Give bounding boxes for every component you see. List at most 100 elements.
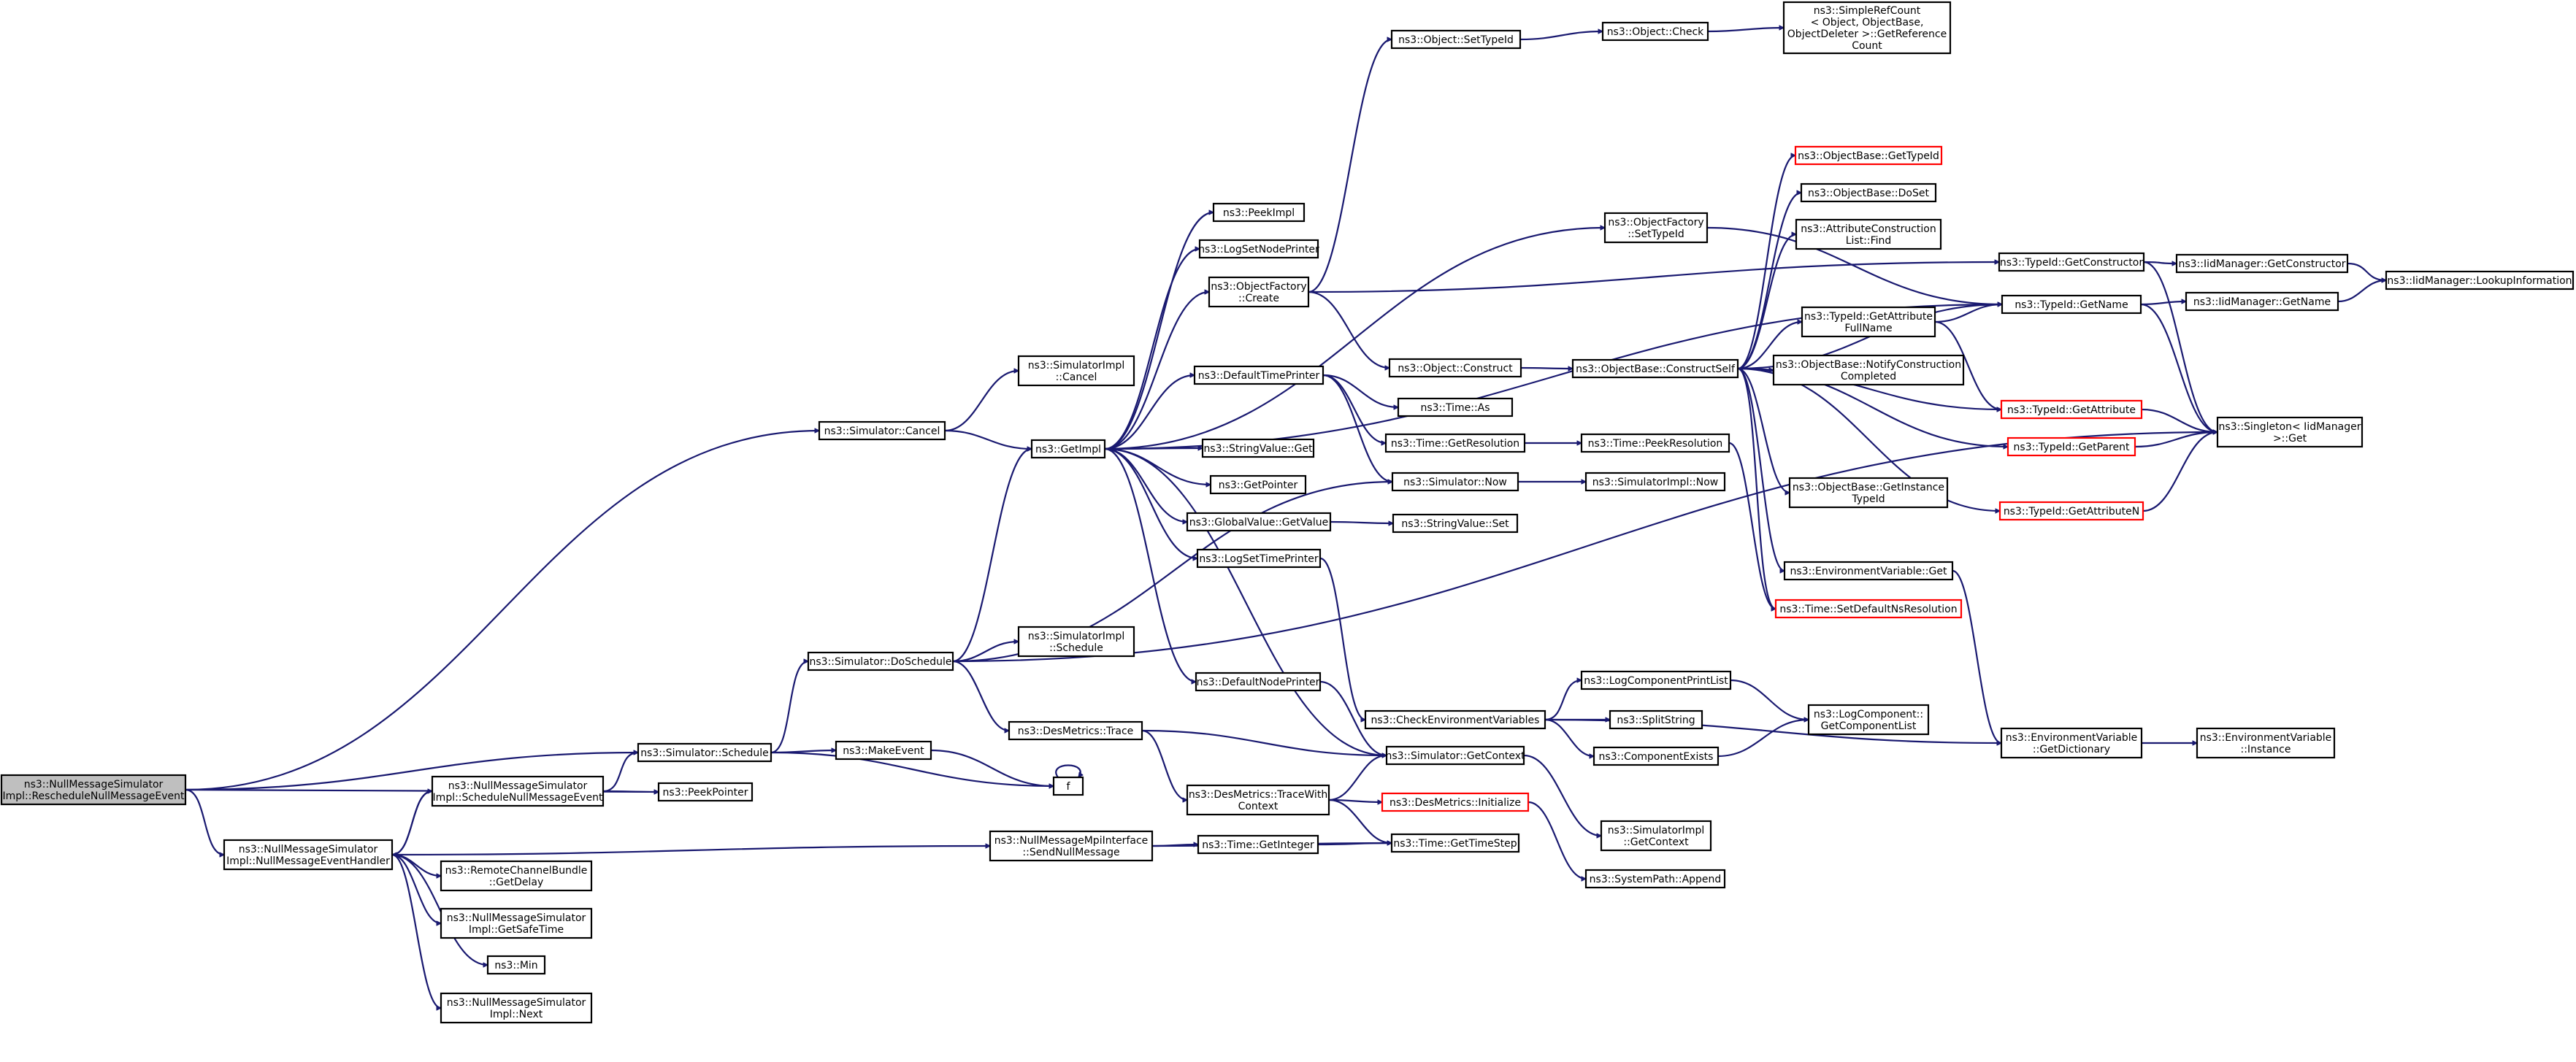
node-peekptr[interactable]: ns3::PeekPointer <box>657 782 754 802</box>
edge-line <box>1308 290 1389 368</box>
node-deftimeprinter[interactable]: ns3::DefaultTimePrinter <box>1193 365 1325 385</box>
node-dminit[interactable]: ns3::DesMetrics::Initialize <box>1381 792 1530 812</box>
node-timesetdef[interactable]: ns3::Time::SetDefaultNsResolution <box>1774 599 1963 619</box>
node-schedule[interactable]: ns3::Simulator::Schedule <box>637 742 773 763</box>
node-timegetstep[interactable]: ns3::Time::GetTimeStep <box>1390 833 1520 853</box>
node-tidgetparent[interactable]: ns3::TypeId::GetParent <box>2006 436 2136 457</box>
node-implnow[interactable]: ns3::SimulatorImpl::Now <box>1584 472 1726 492</box>
edge-line <box>391 846 990 856</box>
edge-line <box>1934 304 2002 323</box>
node-logsettime[interactable]: ns3::LogSetTimePrinter <box>1196 548 1322 569</box>
node-sendnull[interactable]: ns3::NullMessageMpiInterface::SendNullMe… <box>989 830 1154 862</box>
node-getpointer[interactable]: ns3::GetPointer <box>1209 474 1307 495</box>
node-schednme[interactable]: ns3::NullMessageSimulatorImpl::ScheduleN… <box>431 775 605 807</box>
node-timepeekres[interactable]: ns3::Time::PeekResolution <box>1580 433 1730 453</box>
node-envgetdict[interactable]: ns3::EnvironmentVariable::GetDictionary <box>2000 727 2143 759</box>
node-envinstance[interactable]: ns3::EnvironmentVariable::Instance <box>2196 727 2336 759</box>
node-box <box>1186 512 1332 532</box>
node-objconstruct[interactable]: ns3::Object::Construct <box>1388 358 1522 378</box>
node-box <box>1592 746 1720 766</box>
node-objcheck[interactable]: ns3::Object::Check <box>1601 21 1709 42</box>
node-simgetctx[interactable]: ns3::Simulator::GetContext <box>1385 745 1525 766</box>
node-makeevent[interactable]: ns3::MakeEvent <box>835 740 932 761</box>
node-cancel[interactable]: ns3::Simulator::Cancel <box>818 420 946 441</box>
edge-tidattrfull-to-tidgetname <box>1934 304 2002 323</box>
node-obgettypeid[interactable]: ns3::ObjectBase::GetTypeId <box>1794 145 1943 166</box>
node-ofsettypeid[interactable]: ns3::ObjectFactory::SetTypeId <box>1603 212 1709 244</box>
edge-tidgetctor-to-iidgetctor <box>2143 262 2177 263</box>
node-box <box>1017 355 1135 387</box>
edge-getimpl-to-ofcreate <box>1104 292 1209 450</box>
node-box <box>223 839 394 871</box>
node-logsetnode[interactable]: ns3::LogSetNodePrinter <box>1198 239 1319 259</box>
node-timegetres[interactable]: ns3::Time::GetResolution <box>1384 433 1526 453</box>
node-tidgetctor[interactable]: ns3::TypeId::GetConstructor <box>1998 252 2145 272</box>
node-peekimpl[interactable]: ns3::PeekImpl <box>1212 202 1306 223</box>
node-iidlookup[interactable]: ns3::IidManager::LookupInformation <box>2385 270 2575 290</box>
node-logcomplist[interactable]: ns3::LogComponent::GetComponentList <box>1807 704 1930 736</box>
node-timegetint[interactable]: ns3::Time::GetInteger <box>1197 834 1319 855</box>
node-rcbdelay[interactable]: ns3::RemoteChannelBundle::GetDelay <box>440 860 593 892</box>
node-compexists[interactable]: ns3::ComponentExists <box>1592 746 1720 766</box>
edge-schednme-to-peekptr <box>602 791 659 792</box>
node-tidgetattrn[interactable]: ns3::TypeId::GetAttributeN <box>1998 501 2144 521</box>
node-envget[interactable]: ns3::EnvironmentVariable::Get <box>1783 561 1954 581</box>
node-min[interactable]: ns3::Min <box>486 955 546 975</box>
node-gvgetvalue[interactable]: ns3::GlobalValue::GetValue <box>1186 512 1332 532</box>
node-svset[interactable]: ns3::StringValue::Set <box>1392 513 1519 534</box>
node-getimpl[interactable]: ns3::GetImpl <box>1030 439 1106 459</box>
node-label: ns3::Time::SetDefaultNsResolution <box>1779 604 1957 615</box>
node-label: ns3::StringValue::Get <box>1203 443 1313 455</box>
node-refcount[interactable]: ns3::SimpleRefCount< Object, ObjectBase,… <box>1782 1 1952 55</box>
node-implschedule[interactable]: ns3::SimulatorImpl::Schedule <box>1017 626 1135 658</box>
node-safetime[interactable]: ns3::NullMessageSimulatorImpl::GetSafeTi… <box>440 907 593 939</box>
edge-nmehandler-to-min <box>391 853 488 965</box>
node-ofcreate[interactable]: ns3::ObjectFactory::Create <box>1208 276 1310 308</box>
node-label: FullName <box>1844 323 1892 334</box>
node-box <box>657 782 754 802</box>
node-objsettypeid[interactable]: ns3::Object::SetTypeId <box>1390 29 1522 50</box>
node-box <box>1571 358 1739 379</box>
node-logprintlist[interactable]: ns3::LogComponentPrintList <box>1580 670 1732 690</box>
node-dmtrace[interactable]: ns3::DesMetrics::Trace <box>1008 720 1143 741</box>
node-root[interactable]: ns3::NullMessageSimulatorImpl::Reschedul… <box>0 774 187 806</box>
node-obnotify[interactable]: ns3::ObjectBase::NotifyConstructionCompl… <box>1772 354 1965 386</box>
node-spappend[interactable]: ns3::SystemPath::Append <box>1584 869 1726 889</box>
edge-tidgetparent-to-singletonget <box>2134 432 2217 448</box>
node-checkenv[interactable]: ns3::CheckEnvironmentVariables <box>1364 709 1546 730</box>
node-implgetctx[interactable]: ns3::SimulatorImpl::GetContext <box>1600 820 1712 852</box>
node-label: ns3::Time::GetTimeStep <box>1393 838 1517 850</box>
node-box <box>807 651 954 672</box>
node-f[interactable]: f <box>1052 776 1084 796</box>
node-tidgetname[interactable]: ns3::TypeId::GetName <box>2001 294 2142 315</box>
node-svget[interactable]: ns3::StringValue::Get <box>1201 438 1315 458</box>
node-obconstructself[interactable]: ns3::ObjectBase::ConstructSelf <box>1571 358 1739 379</box>
node-splitstring[interactable]: ns3::SplitString <box>1609 709 1703 730</box>
node-nmehandler[interactable]: ns3::NullMessageSimulatorImpl::NullMessa… <box>223 839 394 871</box>
node-label: ::GetContext <box>1623 836 1689 848</box>
node-box <box>1208 276 1310 308</box>
node-singletonget[interactable]: ns3::Singleton< IidManager >::Get <box>2216 416 2364 448</box>
node-implcancel[interactable]: ns3::SimulatorImpl::Cancel <box>1017 355 1135 387</box>
node-timeas[interactable]: ns3::Time::As <box>1397 397 1514 418</box>
node-label: ns3::Simulator::Now <box>1403 477 1507 488</box>
node-doschedule[interactable]: ns3::Simulator::DoSchedule <box>807 651 954 672</box>
edge-line <box>952 642 1019 663</box>
edge-line <box>1322 374 1398 407</box>
node-iidgetname[interactable]: ns3::IidManager::GetName <box>2185 291 2339 312</box>
edge-line <box>2140 301 2186 306</box>
node-simnow[interactable]: ns3::Simulator::Now <box>1391 472 1519 492</box>
edge-ofcreate-to-tidgetctor <box>1308 262 1999 293</box>
edge-compexists-to-logcomplist <box>1717 720 1809 758</box>
edge-line <box>1055 764 1080 778</box>
node-iidgetctor[interactable]: ns3::IidManager::GetConstructor <box>2175 253 2349 274</box>
node-obdoset[interactable]: ns3::ObjectBase::DoSet <box>1800 182 1937 203</box>
edge-line <box>1330 522 1393 523</box>
node-defnodeprinter[interactable]: ns3::DefaultNodePrinter <box>1195 672 1322 692</box>
node-tidgetattr[interactable]: ns3::TypeId::GetAttribute <box>2000 399 2143 420</box>
